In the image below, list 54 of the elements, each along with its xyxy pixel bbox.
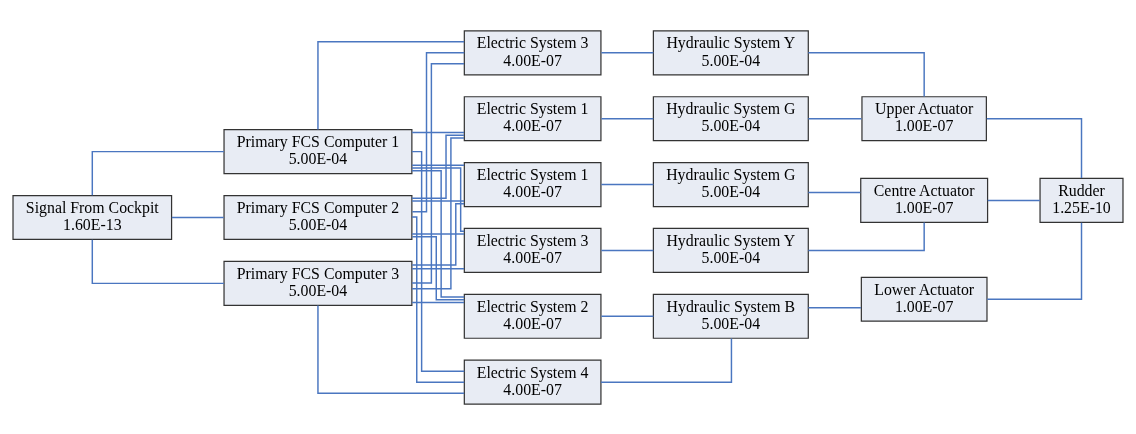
node-box: Electric System 4 4.00E-07 bbox=[463, 359, 602, 405]
connector bbox=[411, 301, 465, 303]
connector bbox=[411, 215, 465, 383]
node-box: Hydraulic System B 5.00E-04 bbox=[652, 293, 809, 339]
connector bbox=[807, 51, 925, 97]
connector bbox=[807, 306, 862, 308]
node-box: Centre Actuator 1.00E-07 bbox=[860, 177, 989, 223]
connector bbox=[411, 202, 465, 266]
connector bbox=[411, 131, 465, 133]
connector bbox=[411, 136, 465, 289]
node-box: Hydraulic System G 5.00E-04 bbox=[652, 95, 809, 141]
connector bbox=[91, 238, 225, 284]
connector bbox=[411, 267, 465, 269]
node-box: Lower Actuator 1.00E-07 bbox=[860, 276, 988, 322]
connector bbox=[986, 221, 1083, 300]
connector bbox=[411, 62, 465, 284]
connector bbox=[411, 166, 465, 232]
connector bbox=[986, 117, 1083, 179]
node-box: Hydraulic System G 5.00E-04 bbox=[652, 161, 809, 207]
connector bbox=[171, 216, 225, 218]
node-box: Upper Actuator 1.00E-07 bbox=[861, 95, 987, 141]
connector bbox=[411, 169, 465, 298]
connector bbox=[600, 183, 655, 185]
connector bbox=[317, 304, 465, 394]
node-box: Primary FCS Computer 1 5.00E-04 bbox=[223, 128, 413, 174]
node-box: Hydraulic System Y 5.00E-04 bbox=[652, 227, 809, 273]
connector bbox=[600, 117, 655, 119]
connector bbox=[600, 249, 655, 251]
node-box: Electric System 3 4.00E-07 bbox=[463, 227, 602, 273]
connector bbox=[317, 40, 465, 130]
connector bbox=[807, 221, 925, 251]
node-box: Electric System 3 4.00E-07 bbox=[463, 29, 602, 75]
connector bbox=[411, 232, 465, 235]
connector bbox=[411, 51, 465, 213]
node-box: Electric System 1 4.00E-07 bbox=[463, 161, 602, 207]
node-box: Electric System 2 4.00E-07 bbox=[463, 293, 602, 339]
connector bbox=[91, 150, 225, 196]
connector bbox=[411, 150, 465, 372]
connector bbox=[411, 235, 465, 301]
connector bbox=[600, 315, 655, 317]
node-box: Rudder 1.25E-10 bbox=[1039, 177, 1124, 223]
node-box: Hydraulic System Y 5.00E-04 bbox=[652, 29, 809, 75]
connector bbox=[600, 337, 733, 383]
connector bbox=[600, 51, 655, 54]
connector bbox=[807, 191, 861, 193]
connector bbox=[987, 199, 1041, 201]
node-box: Electric System 1 4.00E-07 bbox=[463, 95, 602, 141]
connector bbox=[411, 133, 465, 199]
node-box: Signal From Cockpit 1.60E-13 bbox=[12, 194, 173, 240]
connector bbox=[807, 117, 863, 119]
node-box: Primary FCS Computer 2 5.00E-04 bbox=[223, 194, 413, 240]
connector bbox=[411, 164, 465, 166]
connector bbox=[411, 199, 465, 202]
node-box: Primary FCS Computer 3 5.00E-04 bbox=[223, 260, 413, 306]
